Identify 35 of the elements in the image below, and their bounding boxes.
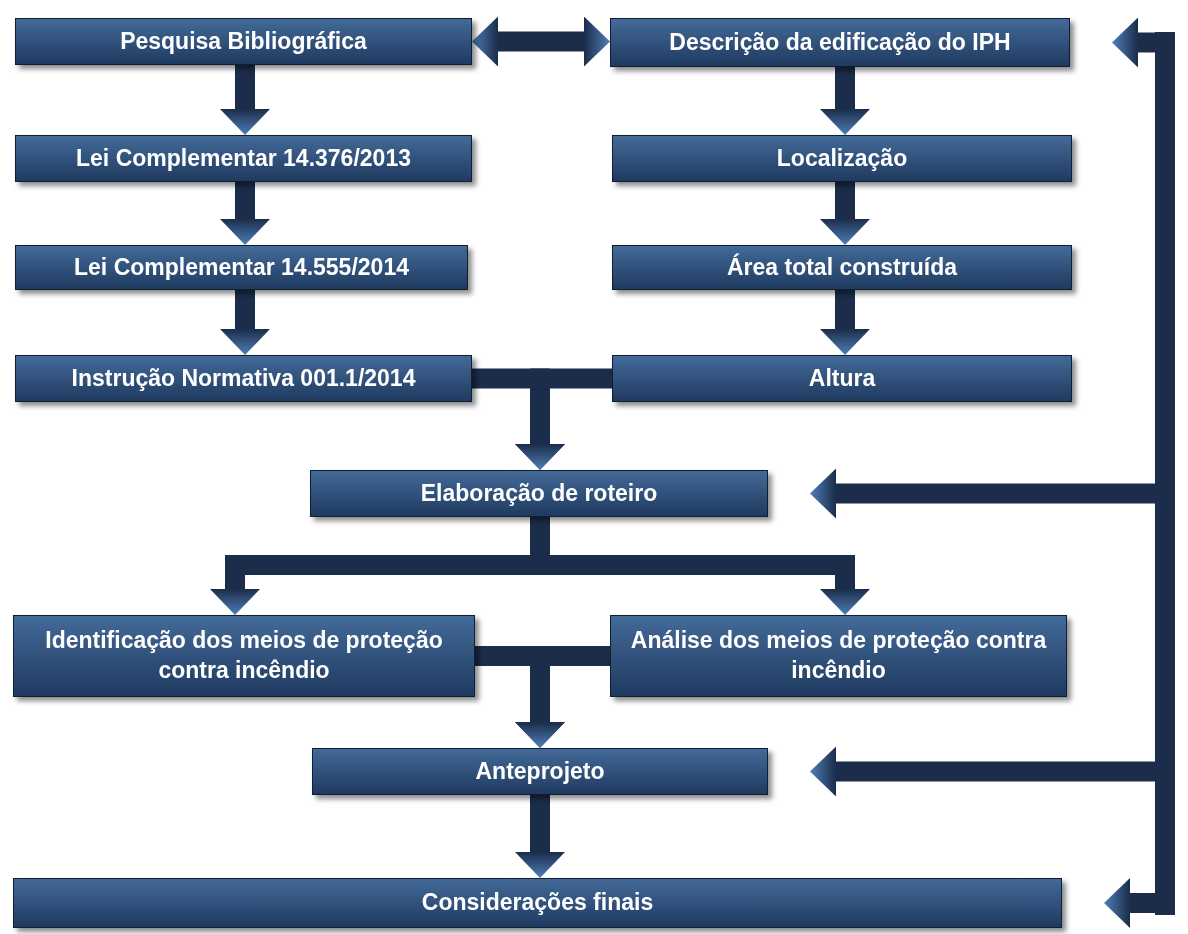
arrow <box>515 795 565 878</box>
arrow <box>820 67 870 135</box>
box-label: Descrição da edificação do IPH <box>669 27 1011 57</box>
box-label: Localização <box>776 143 908 173</box>
process-box <box>612 135 1072 182</box>
arrow <box>820 290 870 355</box>
arrow <box>472 16 610 67</box>
box-label: Análise dos meios de proteção contra incêndio <box>629 626 1048 685</box>
box-label: Altura <box>808 363 876 393</box>
box-label: Considerações finais <box>421 888 654 918</box>
process-box <box>13 878 1062 928</box>
box-label: Elaboração de roteiro <box>420 478 658 508</box>
process-box <box>612 355 1072 402</box>
arrow <box>820 182 870 245</box>
box-label: Área total construída <box>726 252 957 282</box>
process-box <box>15 245 468 290</box>
process-box <box>15 355 472 402</box>
box-label: Anteprojeto <box>475 756 605 786</box>
process-box <box>612 245 1072 290</box>
process-box <box>610 18 1070 67</box>
process-box <box>610 615 1067 697</box>
process-box <box>312 748 768 795</box>
arrow <box>220 65 270 135</box>
process-box <box>13 615 475 697</box>
box-label: Instrução Normativa 001.1/2014 <box>71 363 416 393</box>
box-label: Pesquisa Bibliográfica <box>120 26 367 56</box>
box-label: Lei Complementar 14.555/2014 <box>74 252 409 282</box>
process-box <box>310 470 768 517</box>
arrow <box>220 182 270 245</box>
process-box <box>15 18 472 65</box>
process-box <box>15 135 472 182</box>
feedback-line <box>1155 32 1175 915</box>
box-label: Identificação dos meios de proteção contra incêndio <box>44 626 444 685</box>
box-label: Lei Complementar 14.376/2013 <box>76 143 411 173</box>
arrow <box>220 290 270 355</box>
